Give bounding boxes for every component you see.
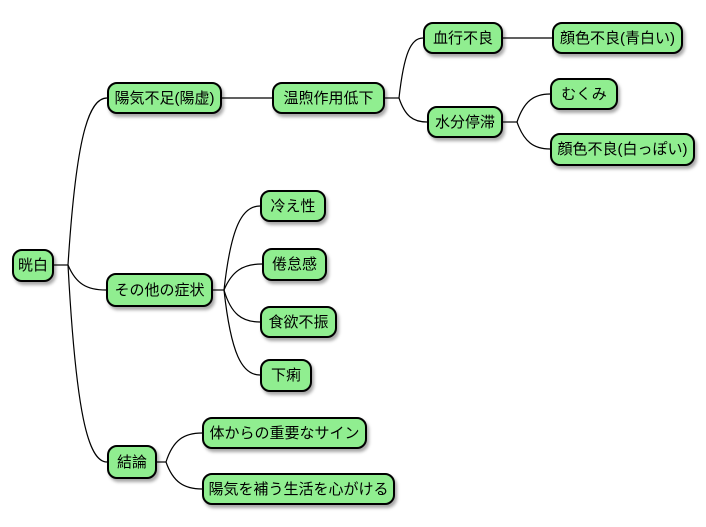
node-conclusion: 結論	[107, 445, 157, 479]
connector-fluid-to-pale-whitish	[516, 121, 551, 150]
node-poor-circulation: 血行不良	[423, 22, 503, 54]
connector-other-to-diarrhea	[223, 289, 261, 376]
connector-other-to-fatigue	[223, 263, 263, 291]
node-fluid-retention: 水分停滞	[427, 106, 503, 138]
node-warming-function-decline: 温煦作用低下	[272, 82, 385, 114]
connector-root-to-yang-deficiency	[67, 97, 108, 266]
connector-conclusion-to-sign	[165, 432, 203, 463]
connector-other-to-appetite	[223, 289, 261, 323]
connector-warming-to-circulation	[398, 37, 424, 99]
node-appetite-loss: 食欲不振	[260, 306, 337, 338]
node-yang-deficiency: 陽気不足(陽虚)	[107, 82, 222, 114]
node-lifestyle-advice: 陽気を補う生活を心がける	[202, 473, 395, 505]
connector-warming-to-fluid	[398, 97, 428, 123]
connector-conclusion-to-advice	[165, 461, 203, 490]
node-pale-bluish-complexion: 顔色不良(青白い)	[552, 22, 683, 54]
node-fatigue: 倦怠感	[262, 248, 327, 281]
node-diarrhea: 下痢	[260, 359, 312, 392]
node-root-pale-complexion: 晄白	[12, 249, 54, 282]
node-other-symptoms: その他の症状	[106, 273, 213, 307]
node-cold-sensitivity: 冷え性	[260, 190, 326, 222]
connector-root-to-conclusion	[67, 264, 108, 463]
connector-root-to-other-symptoms	[67, 264, 107, 291]
node-pale-whitish-complexion: 顔色不良(白っぽい)	[550, 133, 695, 166]
node-swelling: むくみ	[550, 78, 618, 110]
connector-fluid-to-swelling	[516, 93, 551, 123]
node-important-body-sign: 体からの重要なサイン	[202, 417, 367, 449]
connector-other-to-cold	[223, 205, 261, 291]
